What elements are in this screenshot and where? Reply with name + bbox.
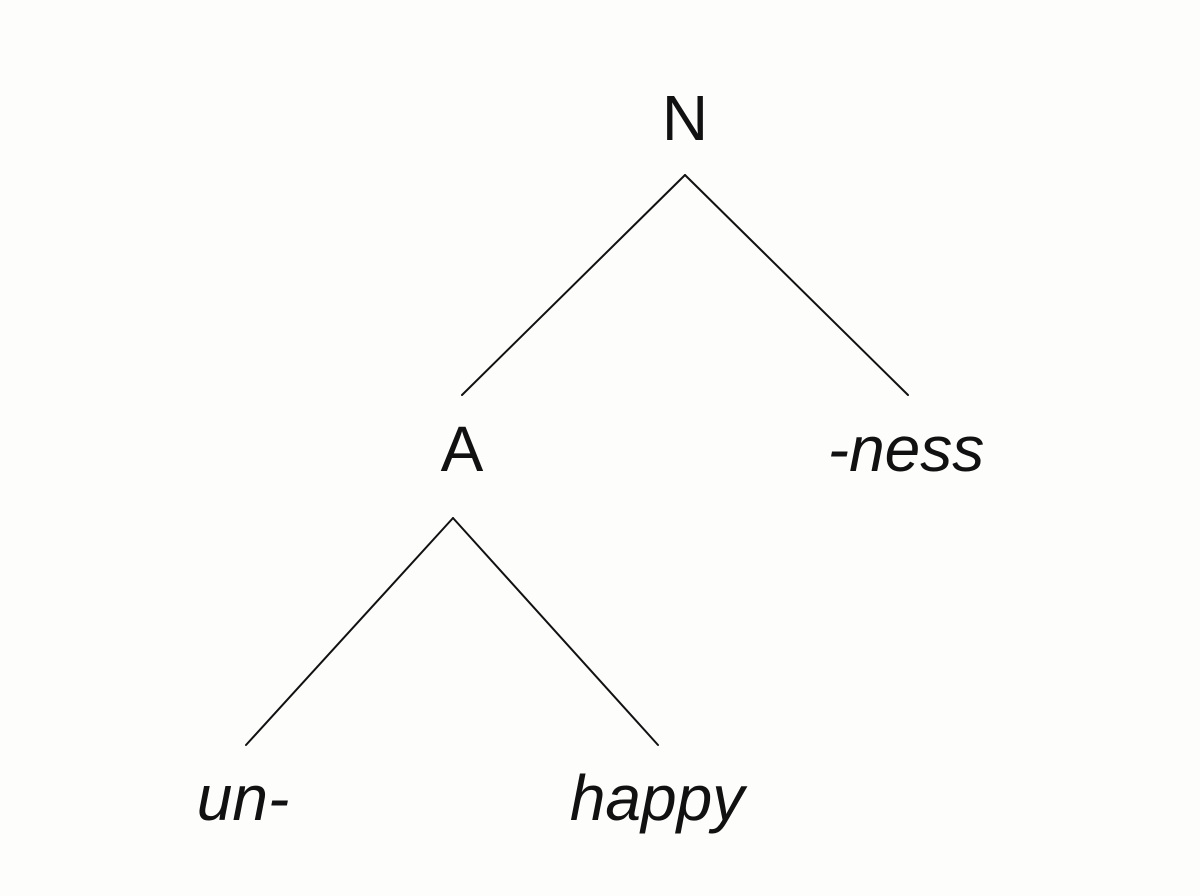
branch-n-to-a [461, 174, 686, 396]
branch-a-to-happy [452, 517, 659, 746]
node-un-label: un- [197, 762, 290, 834]
branch-a-to-un [245, 517, 454, 746]
node-n-label: N [662, 82, 708, 154]
node-happy-label: happy [570, 762, 748, 834]
node-a-label: A [441, 413, 484, 485]
node-ness-label: -ness [828, 413, 985, 485]
branch-n-to-ness [684, 174, 909, 396]
